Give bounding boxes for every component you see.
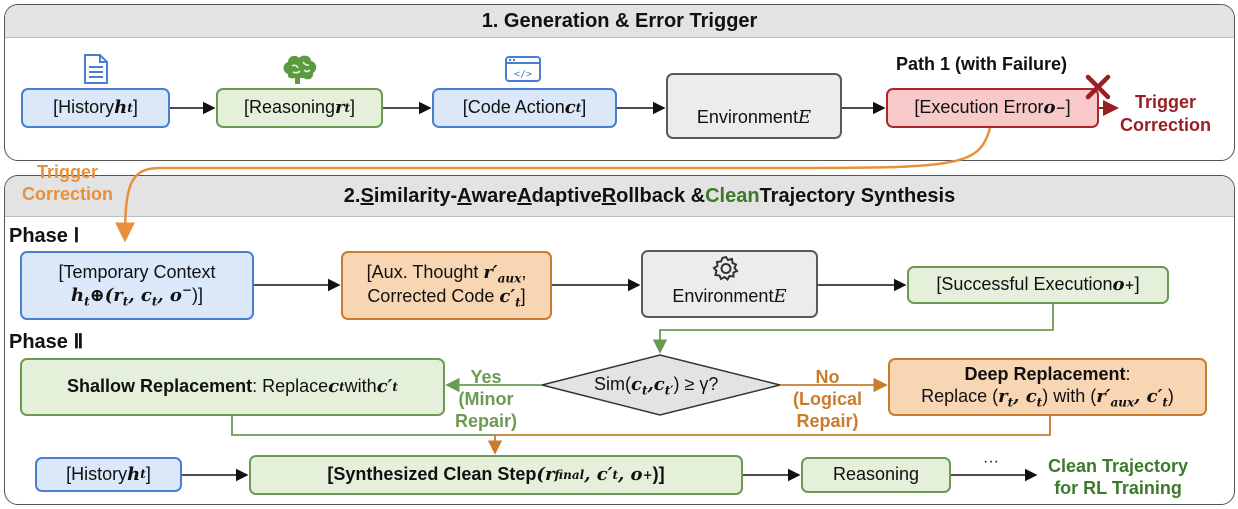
phase1-label: Phase Ⅰ <box>9 225 80 247</box>
svg-text:</>: </> <box>514 69 532 80</box>
deep-replacement-box: Deep Replacement: Replace (rt, ct) with … <box>888 358 1207 416</box>
ellipsis: ··· <box>983 453 999 470</box>
gear-icon <box>712 255 739 282</box>
temporary-context-formula: ht⊕(rt, ct, o−)] <box>71 283 203 309</box>
path-label: Path 1 (with Failure) <box>896 54 1068 74</box>
execution-error-box: [Execution Error o−] <box>886 88 1099 128</box>
decision-condition: Sim(ct,ct′) ≥ γ? <box>594 374 719 398</box>
trigger-correction-label: Trigger Correction <box>1120 92 1212 135</box>
document-icon <box>84 54 108 84</box>
brain-icon <box>283 55 317 84</box>
code-window-icon: </> <box>505 56 541 82</box>
phase2-label: Phase Ⅱ <box>9 331 84 353</box>
cross-trigger-label: Trigger Correction <box>22 162 114 204</box>
yes-label: Yes (Minor Repair) <box>455 367 518 431</box>
cross-mark-icon <box>1085 74 1111 100</box>
aux-thought-box: [Aux. Thought r′aux, Corrected Code c′t] <box>341 251 552 320</box>
successful-execution-box: [Successful Execution o+] <box>907 266 1169 304</box>
no-label: No (Logical Repair) <box>793 367 863 431</box>
generation-panel: 1. Generation & Error Trigger <box>4 4 1235 161</box>
environment-box-1: Environment E <box>666 73 842 139</box>
panel1-title: 1. Generation & Error Trigger <box>5 5 1234 38</box>
reasoning-box-2: Reasoning <box>801 457 951 493</box>
clean-trajectory-label: Clean Trajectory for RL Training <box>1048 456 1189 498</box>
temporary-context-box: [Temporary Context ht⊕(rt, ct, o−)] <box>20 251 254 320</box>
